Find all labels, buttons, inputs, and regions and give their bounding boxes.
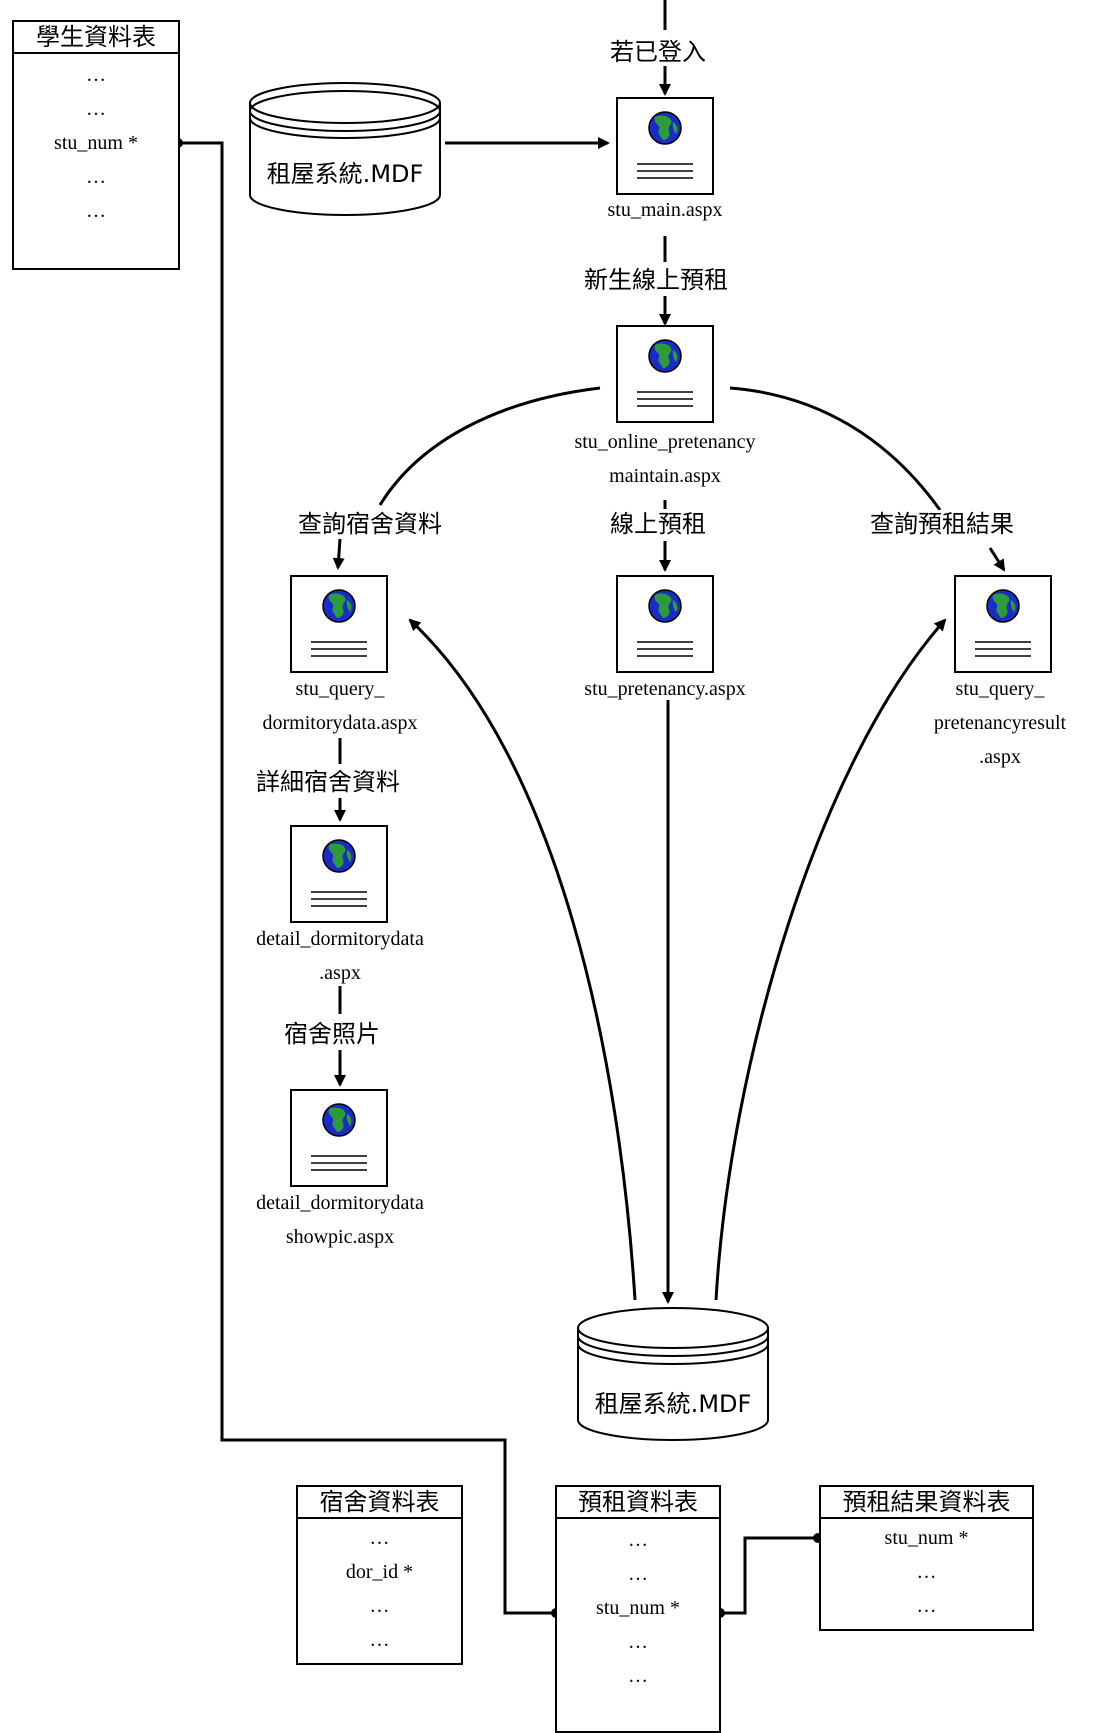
edge-label-online-pretenancy: 線上預租: [608, 510, 708, 538]
page-icon-stu-main: [616, 97, 714, 195]
page-name-showpic: detail_dormitorydata showpic.aspx: [256, 1192, 424, 1248]
pretenancy-table-row: …: [628, 1563, 648, 1585]
page-icon-showpic: [290, 1089, 388, 1187]
page-icon-pretenancy: [616, 575, 714, 673]
page-icon-query-dormitory: [290, 575, 388, 673]
database-bottom-cylinder: [577, 1307, 769, 1441]
dormitory-table-row-dor-id: dor_id *: [345, 1561, 414, 1583]
result-table-title: 預租結果資料表: [821, 1487, 1032, 1519]
page-name-detail: detail_dormitorydata .aspx: [256, 928, 424, 984]
page-name-online-pretenancy: stu_online_pretenancy maintain.aspx: [574, 431, 756, 487]
dormitory-table-row: …: [369, 1527, 390, 1549]
dormitory-table-title: 宿舍資料表: [298, 1487, 461, 1519]
page-icon-query-result: [954, 575, 1052, 673]
pretenancy-table-title: 預租資料表: [557, 1487, 719, 1519]
edge-label-new-pretenancy: 新生線上預租: [582, 266, 730, 294]
edge-label-dorm-photo: 宿舍照片: [282, 1020, 382, 1048]
page-name-query-result: stu_query_ pretenancyresult .aspx: [933, 678, 1067, 768]
student-table-row: …: [86, 98, 106, 120]
result-table-row: …: [916, 1595, 937, 1617]
database-bottom-label: 租屋系統.MDF: [594, 1390, 752, 1418]
edge-label-detail-dormitory: 詳細宿舍資料: [254, 768, 402, 796]
database-top-label: 租屋系統.MDF: [266, 160, 424, 188]
pretenancy-table-row: …: [628, 1631, 648, 1653]
pretenancy-table-row-stu-num: stu_num *: [596, 1597, 680, 1619]
page-icon-online-pretenancy: [616, 325, 714, 423]
page-icon-detail: [290, 825, 388, 923]
student-table-row: …: [86, 64, 106, 86]
pretenancy-table-row: …: [628, 1529, 648, 1551]
edge-label-logged-in: 若已登入: [608, 38, 708, 66]
student-table-title: 學生資料表: [14, 22, 178, 54]
student-table: 學生資料表 … … stu_num * … …: [12, 20, 180, 270]
pretenancy-table: 預租資料表 … … stu_num * … …: [555, 1485, 721, 1733]
page-name-pretenancy: stu_pretenancy.aspx: [584, 678, 746, 700]
pretenancy-table-row: …: [628, 1665, 648, 1687]
edge-label-query-dormitory: 查詢宿舍資料: [296, 510, 444, 538]
student-table-row: …: [86, 166, 106, 188]
connectors: [178, 0, 1006, 1615]
database-top-cylinder: [249, 82, 441, 216]
dormitory-table-row: …: [369, 1629, 390, 1651]
page-name-stu-main: stu_main.aspx: [607, 199, 723, 221]
page-name-query-dormitory: stu_query_ dormitorydata.aspx: [262, 678, 418, 734]
dormitory-table: 宿舍資料表 … dor_id * … …: [296, 1485, 463, 1665]
result-table: 預租結果資料表 stu_num * … …: [819, 1485, 1034, 1631]
student-table-row: …: [86, 200, 106, 222]
dormitory-table-row: …: [369, 1595, 390, 1617]
edge-label-query-result: 查詢預租結果: [868, 510, 1016, 538]
result-table-row: …: [916, 1561, 937, 1583]
result-table-row-stu-num: stu_num *: [884, 1527, 969, 1549]
student-table-row-stu-num: stu_num *: [54, 132, 138, 154]
